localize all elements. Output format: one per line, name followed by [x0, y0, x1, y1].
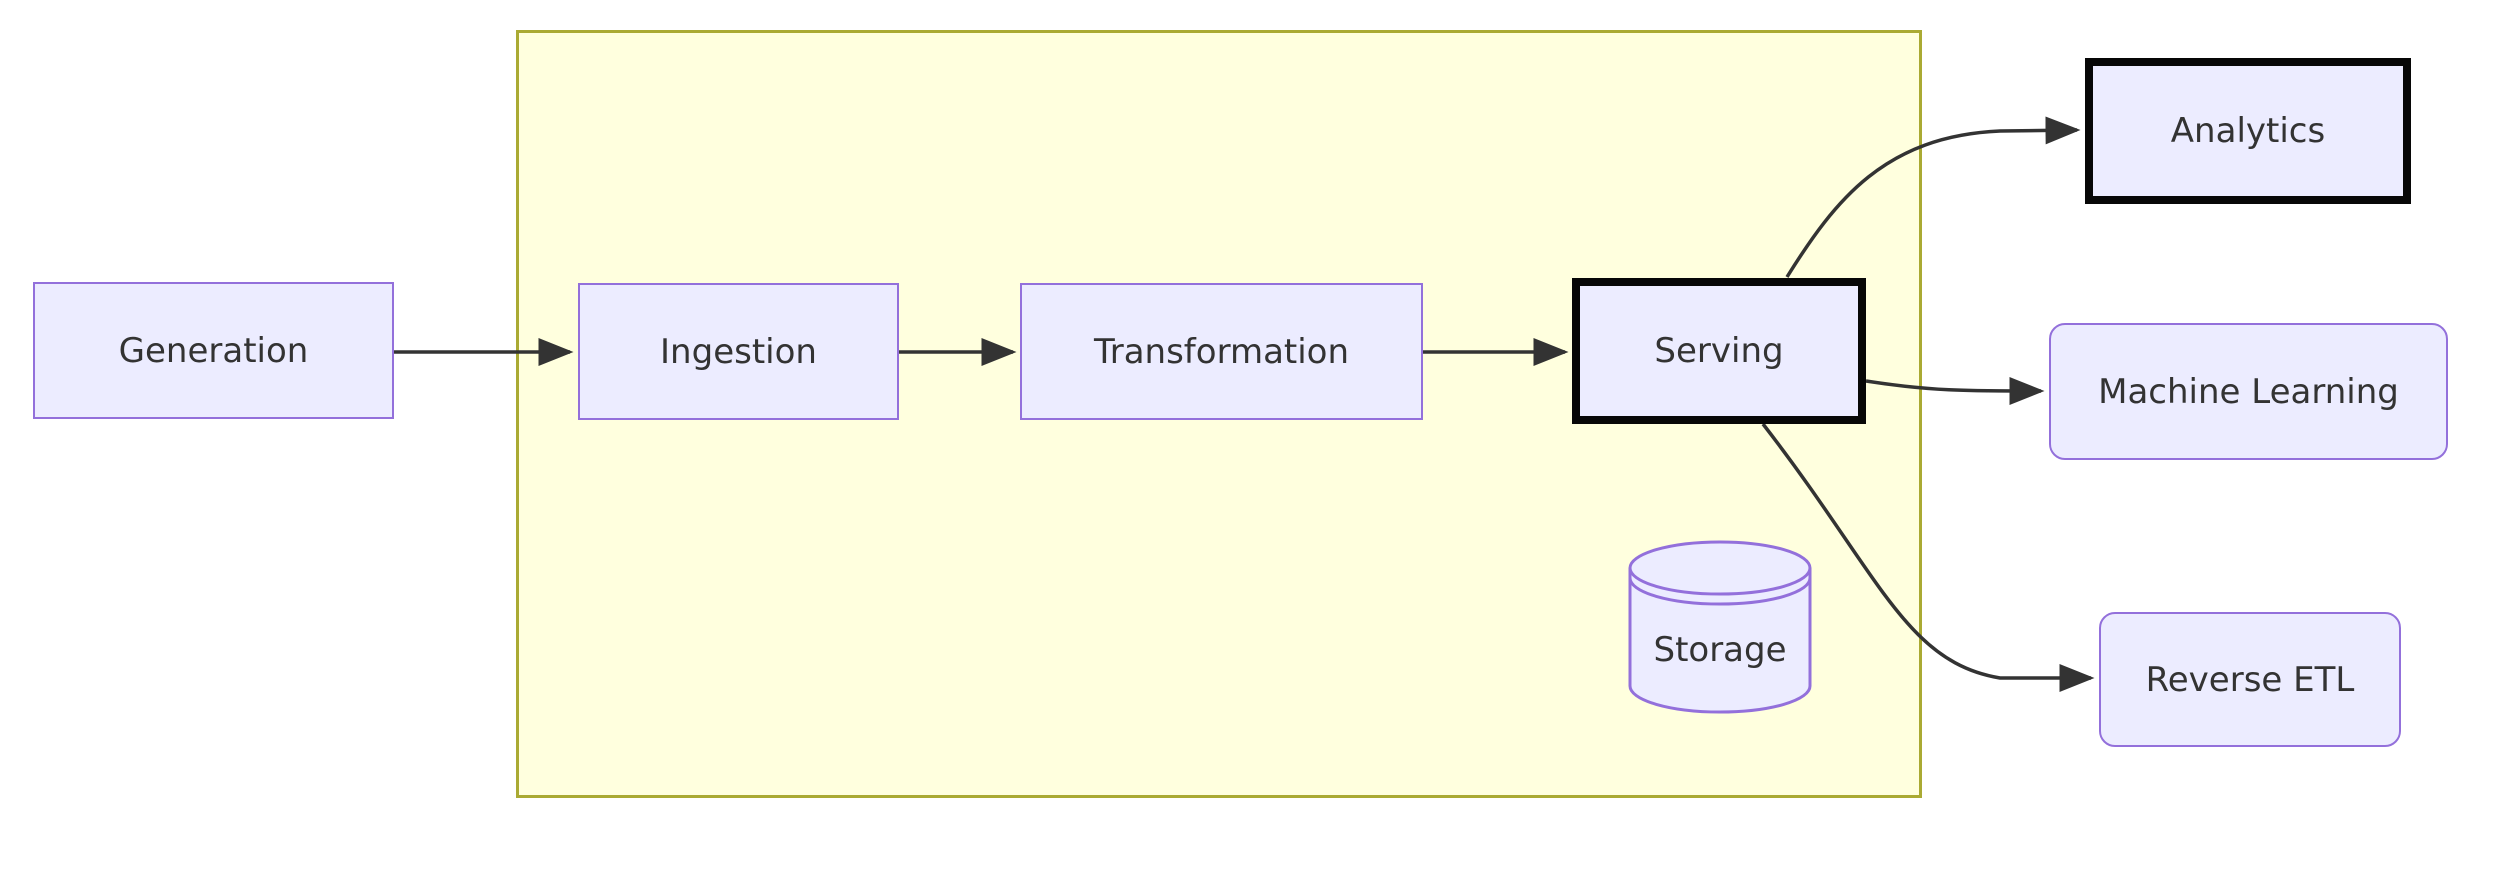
- edge-serving-reverse-etl: [1761, 422, 2095, 692]
- storage-cylinder-lid-rim: [1628, 577, 1812, 606]
- edge-serving-machine-learning: [1865, 376, 2045, 405]
- storage-cylinder-lid: [1628, 540, 1812, 596]
- node-serving-label: Serving: [1654, 331, 1784, 371]
- node-reverse-etl-label: Reverse ETL: [2145, 659, 2355, 700]
- storage-cylinder-body: [1628, 568, 1812, 714]
- node-storage-label: Storage: [1653, 630, 1787, 670]
- node-reverse-etl: Reverse ETL: [2099, 612, 2401, 747]
- edge-serving-analytics: [1785, 116, 2081, 278]
- node-analytics: Analytics: [2085, 58, 2411, 204]
- node-analytics-label: Analytics: [2170, 111, 2326, 151]
- storage-cylinder: [1628, 540, 1812, 714]
- node-ingestion-label: Ingestion: [660, 331, 817, 372]
- node-machine-learning: Machine Learning: [2049, 323, 2448, 460]
- node-transformation: Transformation: [1020, 283, 1423, 420]
- node-generation-label: Generation: [118, 330, 309, 371]
- node-generation: Generation: [33, 282, 394, 419]
- node-serving: Serving: [1572, 278, 1866, 424]
- node-ingestion: Ingestion: [578, 283, 899, 420]
- node-transformation-label: Transformation: [1093, 331, 1350, 372]
- node-machine-learning-label: Machine Learning: [2098, 371, 2399, 412]
